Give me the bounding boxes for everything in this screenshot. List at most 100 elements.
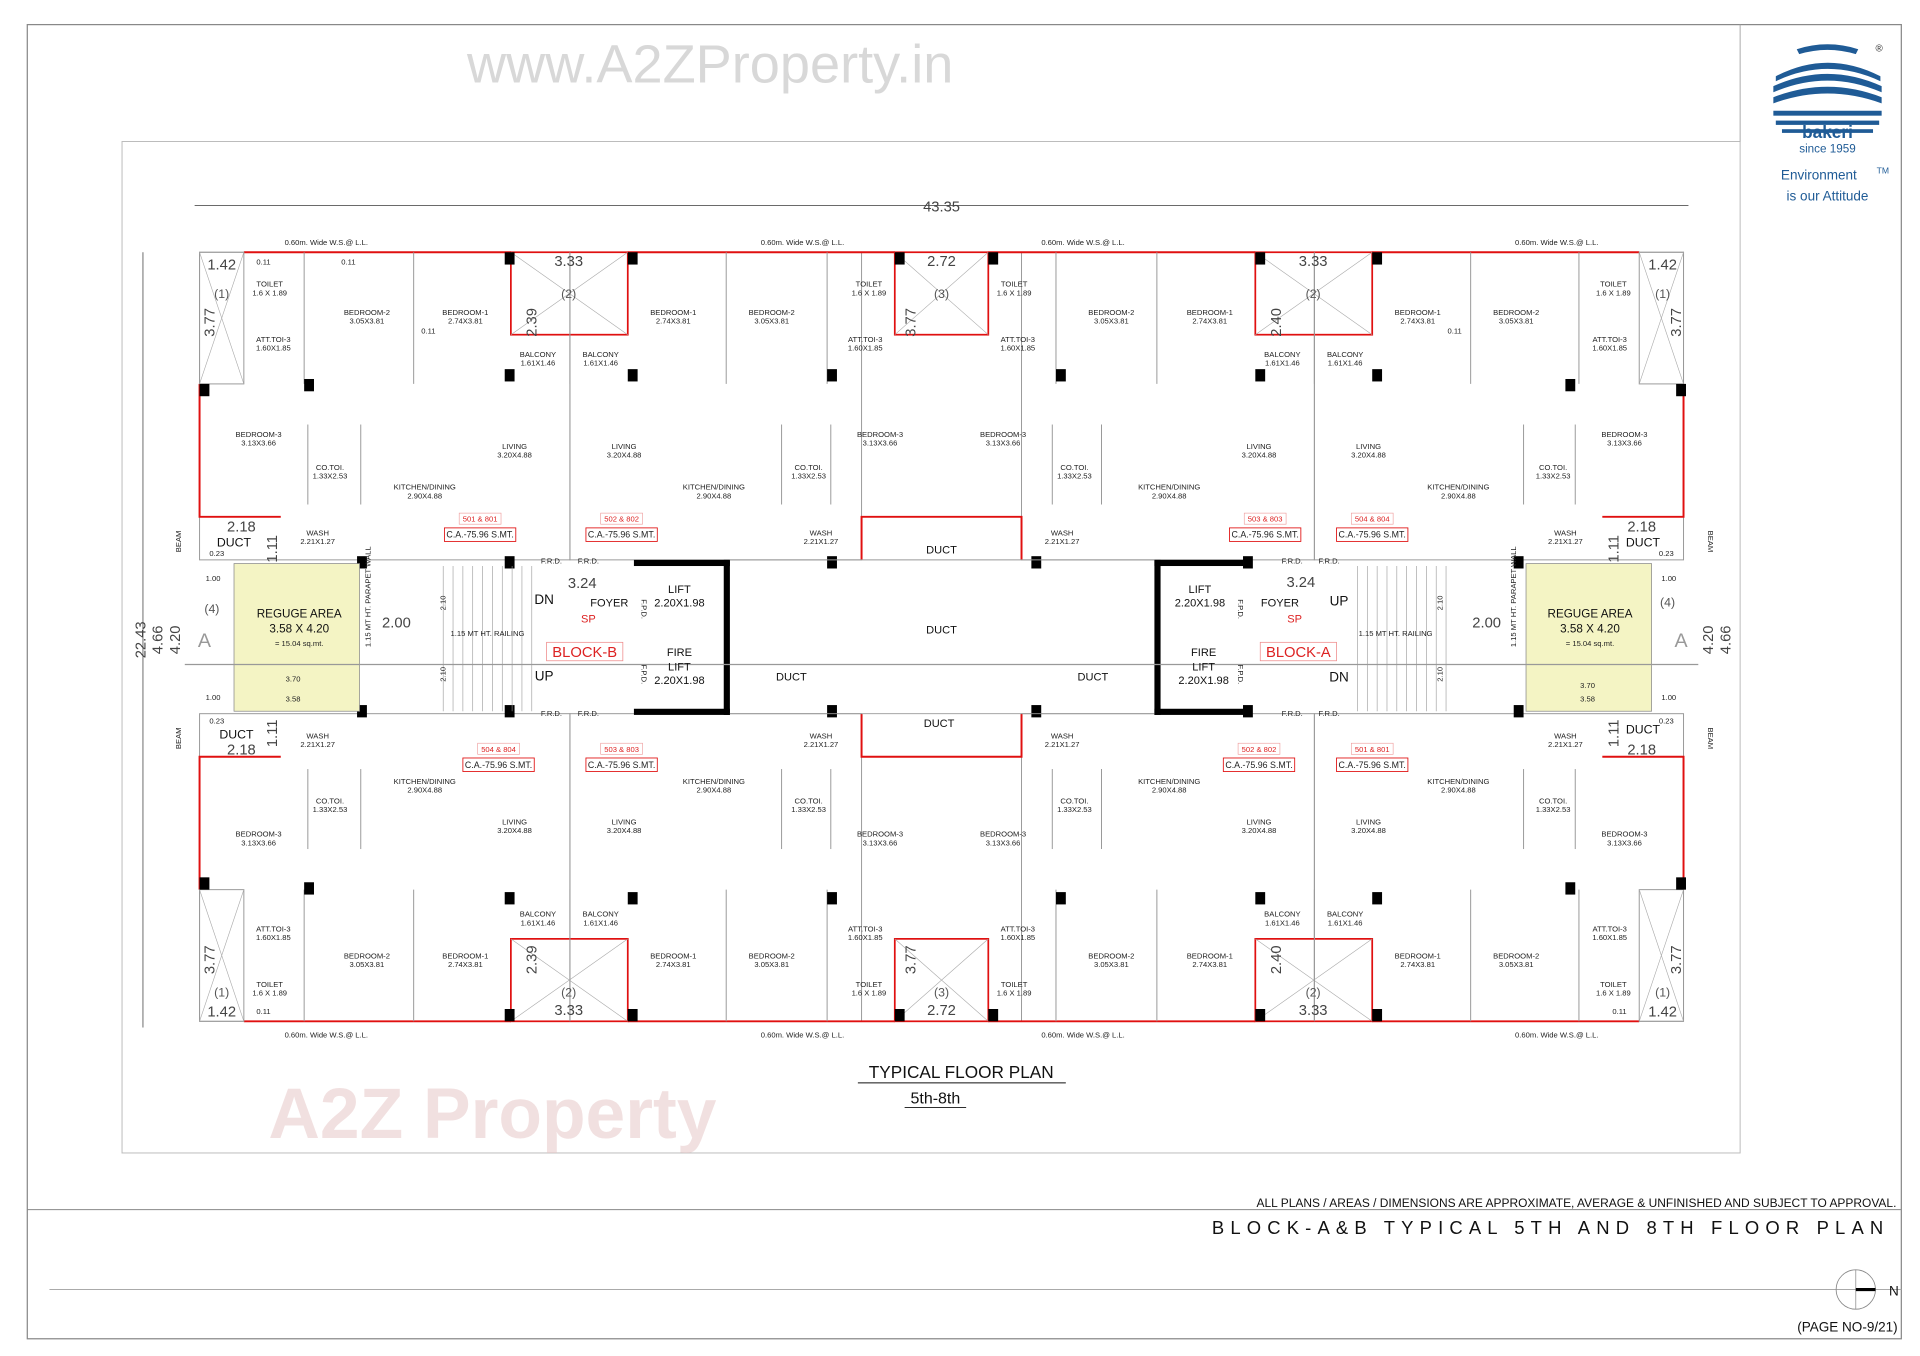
column xyxy=(304,378,314,392)
room-name: TOILET xyxy=(1600,980,1627,989)
dimension: 2.39 xyxy=(525,308,541,337)
room-name: CO.TOI. xyxy=(316,463,344,472)
duct-label: DUCT xyxy=(217,535,252,549)
room-name: ATT.TOI-3 xyxy=(256,335,290,344)
unit-boundary xyxy=(198,755,281,890)
dimension: 0.23 xyxy=(1659,549,1674,558)
room-name: ATT.TOI-3 xyxy=(256,924,290,933)
room-size: 1.61X1.46 xyxy=(1265,358,1300,367)
column xyxy=(1372,252,1383,265)
room-name: TOILET xyxy=(856,280,883,289)
ws-label: 0.60m. Wide W.S.@ L.L. xyxy=(285,238,368,247)
room-name: BEDROOM-3 xyxy=(980,430,1026,439)
room-size: 2.74X3.81 xyxy=(448,317,483,326)
wall-thickness: 0.11 xyxy=(421,326,435,335)
beam-label: BEAM xyxy=(174,531,183,553)
shaft-marker: (3) xyxy=(934,986,949,1000)
room-name: KITCHEN/DINING xyxy=(1427,777,1489,786)
column xyxy=(304,882,314,895)
room-size: 3.20X4.88 xyxy=(497,451,532,460)
carpet-area: C.A.-75.96 S.MT. xyxy=(1339,530,1406,540)
room-name: KITCHEN/DINING xyxy=(394,777,456,786)
room-size: 3.13X3.66 xyxy=(1607,838,1642,847)
dimension: 1.00 xyxy=(1661,693,1676,702)
dimension: 2.00 xyxy=(382,616,411,632)
room-size: 2.74X3.81 xyxy=(1192,317,1227,326)
column xyxy=(1513,556,1524,569)
column xyxy=(827,556,837,569)
room-size: 2.21X1.27 xyxy=(300,740,335,749)
room-name: LIVING xyxy=(1356,817,1381,826)
dimension: 1.11 xyxy=(265,720,281,748)
column xyxy=(357,556,367,569)
dimension: 2.18 xyxy=(227,520,256,536)
room-size: 3.05X3.81 xyxy=(1499,960,1534,969)
room-name: LIVING xyxy=(612,817,637,826)
shaft-marker: (2) xyxy=(561,287,576,301)
room-size: 2.90X4.88 xyxy=(697,785,732,794)
column xyxy=(1372,892,1383,905)
section-marker: A xyxy=(1675,630,1689,652)
room-size: 2.21X1.27 xyxy=(1548,740,1583,749)
room-name: BEDROOM-1 xyxy=(650,952,696,961)
room-size: 3.05X3.81 xyxy=(1094,960,1129,969)
parapet-note: 1.15 MT HT. PARAPET WALL xyxy=(1509,546,1518,647)
room-size: 1.33X2.53 xyxy=(1057,472,1092,481)
room-size: 1.6 X 1.89 xyxy=(852,988,887,997)
room-name: KITCHEN/DINING xyxy=(1427,483,1489,492)
column xyxy=(504,369,515,382)
room-size: 1.61X1.46 xyxy=(1265,918,1300,927)
room-name: BEDROOM-1 xyxy=(442,952,488,961)
dimension: 3.70 xyxy=(1580,681,1595,690)
wall-thickness: 0.11 xyxy=(341,258,355,267)
foyer-label: FOYER xyxy=(590,598,628,610)
dimension: 3.24 xyxy=(1286,575,1315,591)
room-size: 1.6 X 1.89 xyxy=(997,288,1032,297)
room-name: BEDROOM-2 xyxy=(1088,308,1134,317)
room-name: BALCONY xyxy=(583,350,619,359)
dimension: 2.72 xyxy=(927,1003,956,1019)
room-size: 1.61X1.46 xyxy=(583,358,618,367)
room-name: BEDROOM-3 xyxy=(857,430,903,439)
room-size: 1.6 X 1.89 xyxy=(997,988,1032,997)
refuge-area-a xyxy=(1525,563,1652,712)
dimension: 1.11 xyxy=(1606,535,1622,563)
frd-label: F.R.D. xyxy=(578,557,599,566)
room-size: 1.60X1.85 xyxy=(1592,344,1627,353)
flat-number: 501 & 801 xyxy=(463,515,498,524)
dimension: 3.77 xyxy=(904,308,920,337)
column xyxy=(1255,369,1266,382)
room-name: BEDROOM-1 xyxy=(1395,308,1441,317)
logo-since: since 1959 xyxy=(1799,143,1855,156)
wall-thickness: 0.11 xyxy=(256,1007,270,1016)
watermark-center: A2Z Property xyxy=(268,1074,716,1154)
dimension: 3.77 xyxy=(202,308,218,337)
column xyxy=(1255,252,1266,265)
room-size: 2.74X3.81 xyxy=(1400,317,1435,326)
refuge-title: REGUGE AREA xyxy=(257,608,342,621)
column xyxy=(1372,1009,1383,1022)
flat-number: 503 & 803 xyxy=(604,745,639,754)
column xyxy=(627,1009,638,1022)
room-name: WASH xyxy=(1554,731,1577,740)
carpet-area: C.A.-75.96 S.MT. xyxy=(1339,760,1406,770)
room-name: CO.TOI. xyxy=(795,463,823,472)
dimension: 1.11 xyxy=(265,535,281,563)
refuge-size: 3.58 X 4.20 xyxy=(269,622,329,635)
shaft-marker: (1) xyxy=(214,287,229,301)
building-structure xyxy=(198,251,1686,1023)
dimension: 4.20 xyxy=(1701,625,1717,654)
open-shaft xyxy=(1254,251,1374,336)
column xyxy=(1565,378,1576,392)
shaft-marker: (3) xyxy=(934,287,949,301)
room-size: 3.05X3.81 xyxy=(1094,317,1129,326)
dimension: 0.23 xyxy=(1659,717,1674,726)
room-size: 1.33X2.53 xyxy=(1536,805,1571,814)
room-name: KITCHEN/DINING xyxy=(683,777,745,786)
wall-thickness: 0.11 xyxy=(256,258,270,267)
ws-label: 0.60m. Wide W.S.@ L.L. xyxy=(761,1030,844,1039)
room-name: WASH xyxy=(810,731,833,740)
room-size: 1.61X1.46 xyxy=(1328,918,1363,927)
room-name: LIVING xyxy=(1247,442,1272,451)
